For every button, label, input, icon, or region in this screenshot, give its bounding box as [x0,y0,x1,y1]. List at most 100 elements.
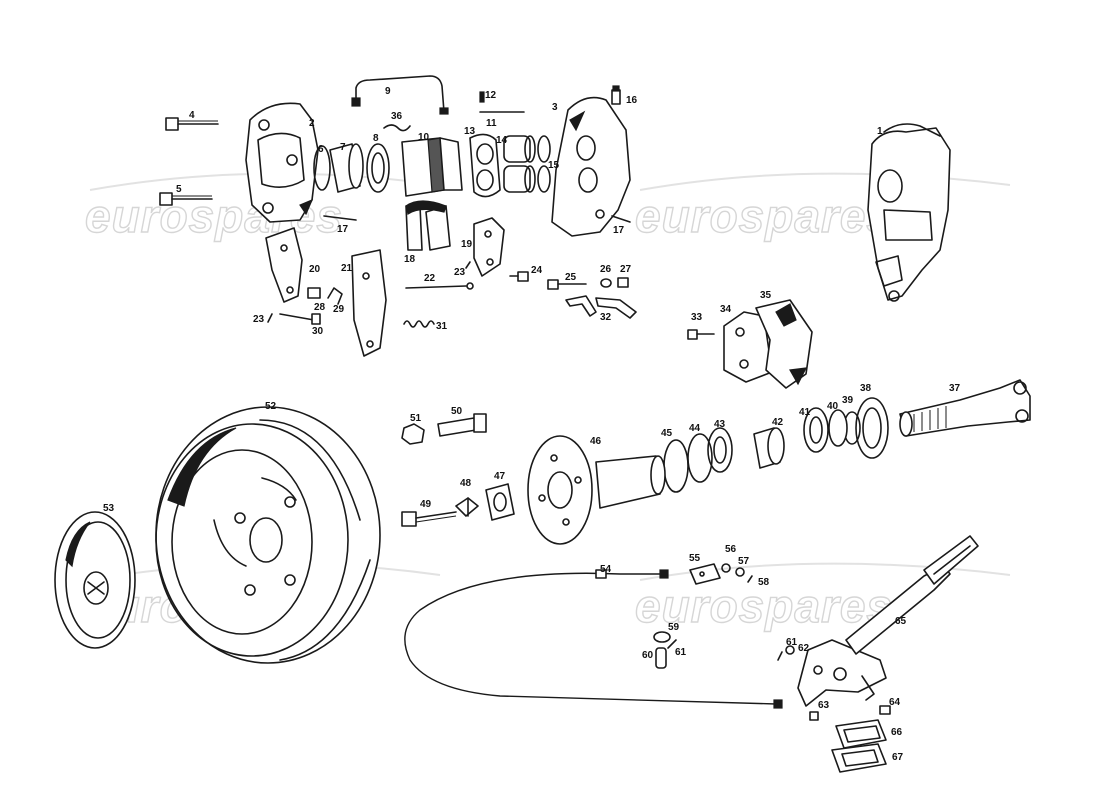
clip-36 [383,124,411,132]
spacer-40 [828,409,848,447]
dust-shield-35 [755,299,813,389]
callout-8: 8 [373,133,379,144]
callout-13: 13 [464,126,476,137]
callout-49: 49 [420,499,432,510]
cable-54 [404,569,783,709]
callout-44: 44 [689,423,701,434]
callout-24: 24 [531,265,543,276]
nut-28 [307,287,321,299]
callout-53: 53 [103,503,115,514]
bolt-4 [165,117,219,131]
callout-41: 41 [799,407,811,418]
pin-23-lower [267,313,273,323]
bearing-43 [707,427,733,473]
pin-61-lower [667,639,677,649]
watermark-text: eurospares [635,190,893,242]
handbrake-lever-65 [797,535,979,707]
callout-21: 21 [341,263,353,274]
callout-40: 40 [827,401,839,412]
callout-35: 35 [760,290,772,301]
callout-56: 56 [725,544,737,555]
bracket-19 [473,217,505,277]
callout-45: 45 [661,428,673,439]
callout-10: 10 [418,132,430,143]
callout-62: 62 [798,643,810,654]
callout-43: 43 [714,419,726,430]
watermark-top-right: eurospares [634,172,1011,243]
pin-17-right [611,215,631,223]
callout-55: 55 [689,553,701,564]
caliper-half-2 [245,102,319,223]
pin-61-upper [777,651,783,661]
callout-4: 4 [189,110,195,121]
spacer-sleeve-42 [753,427,785,469]
shim-13 [469,133,501,198]
caliper-half-3 [551,96,631,237]
callout-37: 37 [949,383,961,394]
callout-23-lower: 23 [253,314,265,325]
callout-47: 47 [494,471,506,482]
callout-60: 60 [642,650,654,661]
watermark-bottom-right: eurospares [634,562,1011,633]
callout-67: 67 [892,752,904,763]
callout-7: 7 [340,142,346,153]
callout-16: 16 [626,95,638,106]
screw-64 [879,705,891,715]
callout-labels: 1 2 3 4 5 6 7 8 9 10 11 12 13 14 15 16 1… [103,86,961,763]
callout-31: 31 [436,321,448,332]
bolt-25 [547,279,587,290]
ring-45 [663,439,689,493]
callout-48: 48 [460,478,472,489]
bolt-33 [687,329,715,340]
callout-39: 39 [842,395,854,406]
callout-46: 46 [590,436,602,447]
pin-12 [479,91,525,113]
callout-28: 28 [314,302,326,313]
callout-38: 38 [860,383,872,394]
callout-57: 57 [738,556,750,567]
seals-15 [537,135,551,193]
callout-25: 25 [565,272,577,283]
callout-17-right: 17 [613,225,625,236]
callout-32: 32 [600,312,612,323]
callout-36: 36 [391,111,403,122]
washer-56 [721,563,731,573]
lever-32 [565,295,637,319]
callout-33: 33 [691,312,703,323]
callout-20: 20 [309,264,321,275]
callout-59: 59 [668,622,680,633]
callout-5: 5 [176,184,182,195]
bearing-41 [803,407,829,453]
screw-63 [809,711,819,721]
callout-65: 65 [895,616,907,627]
bolt-5 [159,192,213,206]
washer-48 [455,497,479,517]
clip-29 [327,287,343,305]
nut-57 [735,567,745,577]
callout-64: 64 [889,697,901,708]
callout-11: 11 [486,118,497,129]
pin-22 [405,282,474,290]
callout-30: 30 [312,326,324,337]
callout-18: 18 [404,254,416,265]
callout-2: 2 [309,118,315,129]
callout-34: 34 [720,304,732,315]
brake-pad-10 [401,137,463,197]
callout-42: 42 [772,417,784,428]
callout-12: 12 [485,90,497,101]
bolt-49 [401,511,457,527]
washer-62 [785,645,795,655]
washer-26 [600,278,612,288]
pin-30 [279,313,321,325]
bracket-20 [265,227,303,303]
callout-63: 63 [818,700,830,711]
brake-pad-18 [405,200,451,251]
callout-14: 14 [496,135,508,146]
spring-31 [403,320,435,328]
callout-26: 26 [600,264,612,275]
callout-19: 19 [461,239,473,250]
caliper-assembly-1 [867,123,951,302]
bleeder-16 [611,85,621,105]
callout-58: 58 [758,577,770,588]
drive-shaft-37 [899,379,1031,437]
